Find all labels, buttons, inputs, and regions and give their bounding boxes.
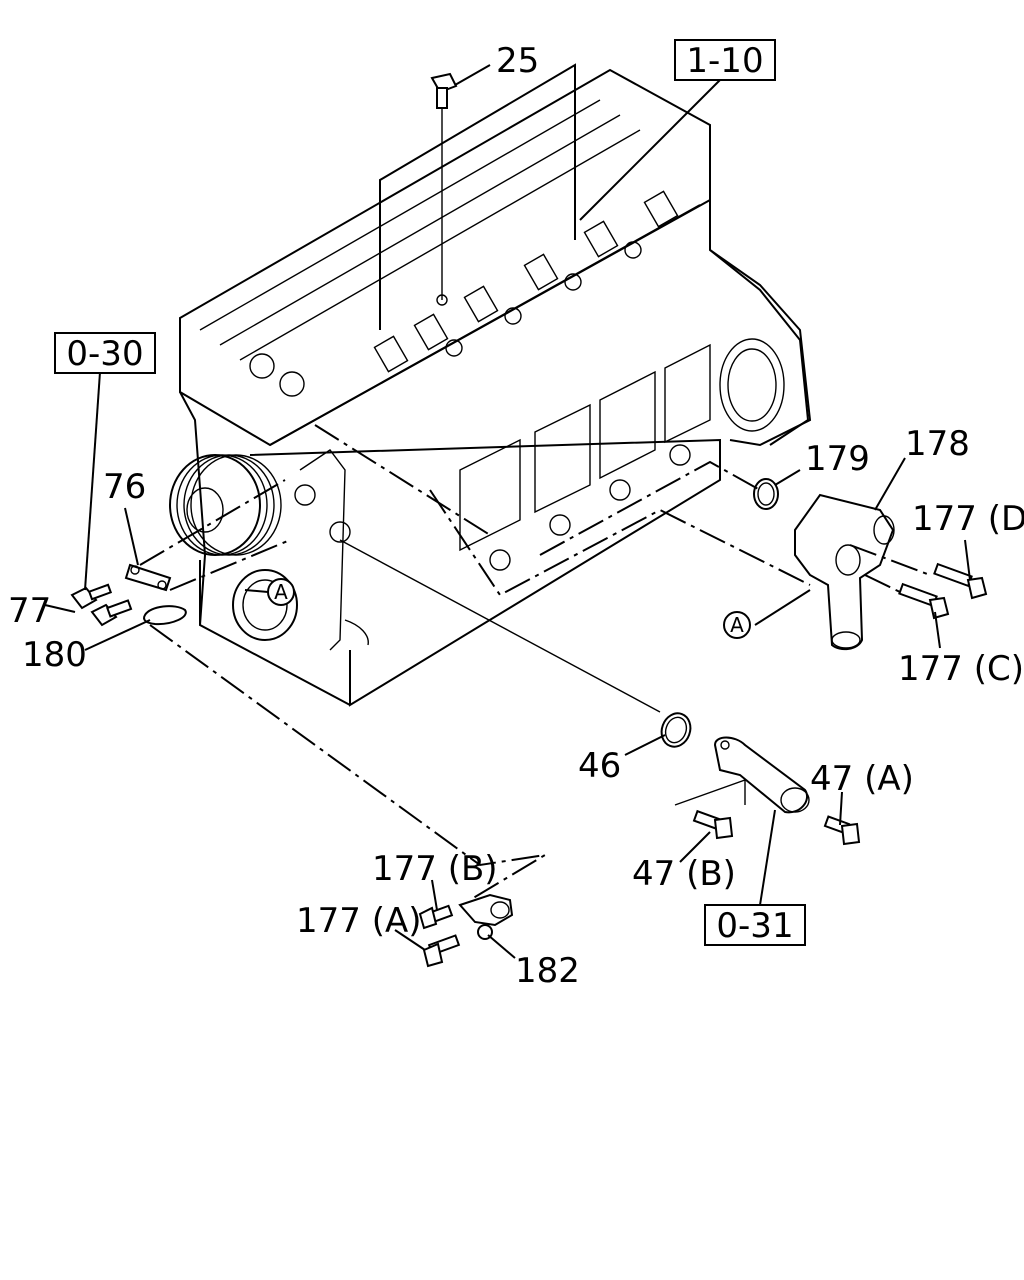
assembly-centerlines (139, 424, 931, 901)
thermostat-housing-178-drawing (794, 493, 895, 651)
callout-178: 178 (905, 424, 970, 464)
callout-177-c: 177 (C) (898, 649, 1024, 689)
bolt-77-drawing (70, 583, 133, 627)
callout-47-a: 47 (A) (810, 759, 914, 799)
leader-lines (44, 63, 971, 959)
callout-177-d: 177 (D) (912, 499, 1024, 539)
callout-25: 25 (496, 41, 539, 81)
bolts-177-ab-drawing (418, 904, 461, 968)
water-pipe-drawing (713, 736, 810, 814)
o-ring-46-drawing (660, 712, 692, 748)
o-ring-179-drawing (753, 478, 779, 510)
callout-77: 77 (8, 591, 51, 631)
bolts-47-drawing (692, 809, 861, 846)
callout-177-a: 177 (A) (296, 901, 422, 941)
ref-0-30-text: 0-30 (66, 334, 143, 374)
callout-179: 179 (805, 439, 870, 479)
engine-block (169, 68, 812, 707)
connector-a-rear-text: A (730, 613, 744, 637)
ref-box-0-31[interactable]: 0-31 (704, 904, 806, 946)
gasket-76-drawing (124, 563, 172, 592)
ref-1-10-text: 1-10 (686, 41, 763, 81)
bolts-177-cd-drawing (898, 562, 988, 620)
callout-177-b: 177 (B) (372, 849, 498, 889)
ref-box-0-30[interactable]: 0-30 (54, 332, 156, 374)
bolt-25-drawing (430, 72, 458, 306)
callout-180: 180 (22, 635, 87, 675)
head-ports (249, 190, 679, 397)
connector-a-rear: A (723, 611, 751, 639)
callout-47-b: 47 (B) (632, 854, 736, 894)
timing-case (232, 449, 369, 651)
callout-182: 182 (515, 951, 580, 991)
gasket-180-drawing (143, 605, 187, 626)
connector-a-front-text: A (274, 580, 288, 604)
fitting-182-drawing (458, 893, 514, 940)
callout-46: 46 (578, 746, 621, 786)
callout-76: 76 (103, 467, 146, 507)
block-side-panels (459, 343, 711, 571)
ref-0-31-text: 0-31 (716, 906, 793, 946)
crank-pulley (169, 454, 282, 556)
connector-a-front: A (267, 578, 295, 606)
flywheel-housing (709, 249, 810, 446)
ref-box-1-10[interactable]: 1-10 (674, 39, 776, 81)
